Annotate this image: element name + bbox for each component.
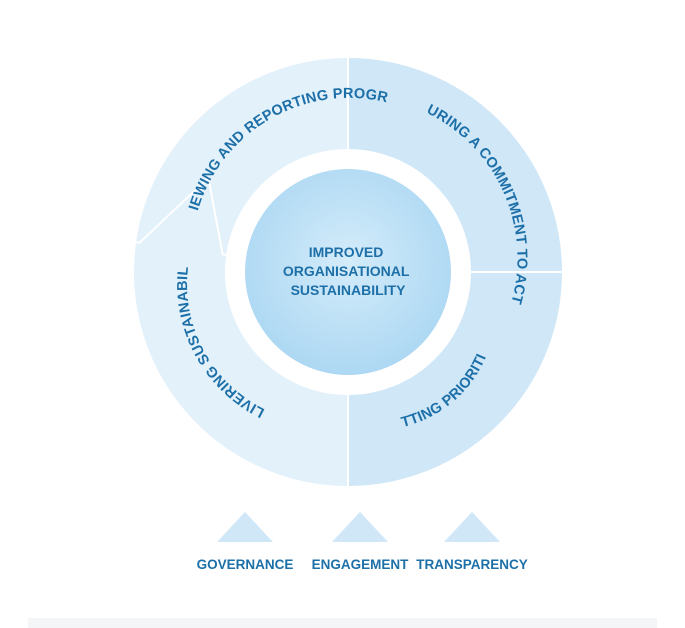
center-circle — [245, 169, 451, 375]
governance-triangle — [217, 512, 273, 542]
center-label-line-3: SUSTAINABILITY — [291, 282, 407, 298]
cycle-arrows — [131, 55, 565, 489]
transparency-triangle — [444, 512, 500, 542]
footer-strip — [28, 618, 657, 628]
pillar-governance: GOVERNANCE — [196, 557, 294, 572]
pillar-engagement: ENGAGEMENT — [311, 557, 409, 572]
svg-text:IMPROVED ORGANISATIONAL: IMPROVED ORGANISATIONAL SUSTAINABILITY — [283, 244, 413, 298]
pillar-transparency: TRANSPARENCY — [416, 557, 528, 572]
engagement-triangle — [332, 512, 388, 542]
center-label-line-1: IMPROVED — [309, 244, 384, 260]
center-label-line-2: ORGANISATIONAL — [283, 263, 410, 279]
arrow-delivering — [132, 175, 349, 489]
